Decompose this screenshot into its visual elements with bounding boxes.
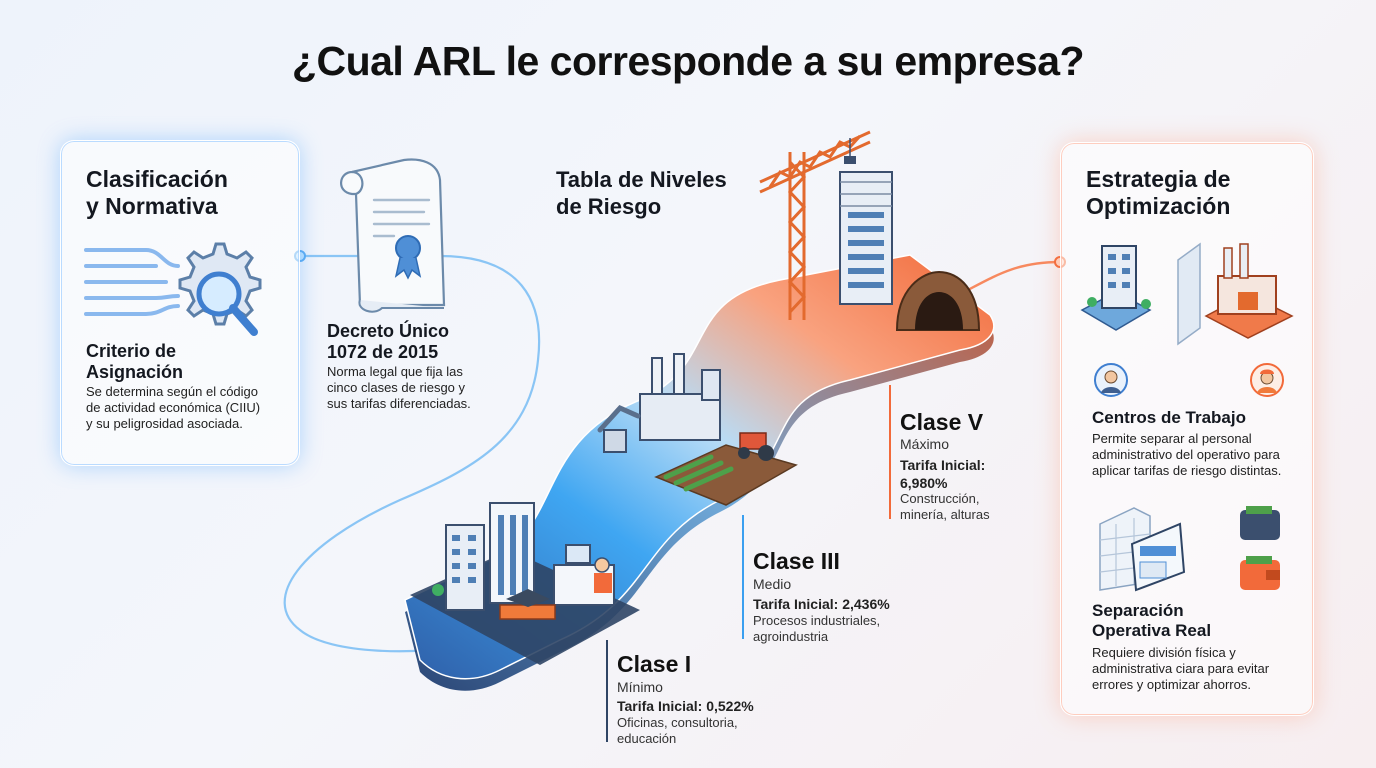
clase-iii-marker xyxy=(742,515,744,639)
optimization-card xyxy=(1060,142,1314,716)
mine-tunnel-icon xyxy=(895,270,981,331)
risk-table-title: Tabla de Niveles de Riesgo xyxy=(556,167,727,219)
clase-i-title: Clase I xyxy=(617,651,692,677)
page-title: ¿Cual ARL le corresponde a su empresa? xyxy=(291,38,1085,84)
optimization-heading: Estrategia de Optimización xyxy=(1086,166,1231,219)
classification-heading: Clasificación y Normativa xyxy=(86,166,228,219)
crane-icon xyxy=(759,130,893,320)
classification-card xyxy=(60,140,300,466)
work-centers-text: Permite separar al personal administrati… xyxy=(1092,431,1282,478)
clase-iii-rate: Tarifa Inicial: 2,436% xyxy=(753,596,890,612)
clase-iii-title: Clase III xyxy=(753,548,840,574)
clase-v-rate: Tarifa Inicial: 6,980% xyxy=(900,457,986,491)
clase-i-desc: Oficinas, consultoria, educación xyxy=(617,715,738,746)
work-centers-title: Centros de Trabajo xyxy=(1092,408,1246,427)
factory-icon xyxy=(597,353,721,453)
criterion-title: Criterio de Asignación xyxy=(86,341,184,382)
wallet-icon xyxy=(1240,506,1280,590)
decree-title: Decreto Único 1072 de 2015 xyxy=(327,321,450,362)
scroll-document-icon xyxy=(340,158,446,313)
clase-iii-desc: Procesos industriales, agroindustria xyxy=(753,613,881,644)
tractor-icon xyxy=(654,432,798,506)
firewall-icon xyxy=(1099,507,1186,592)
clase-v-title: Clase V xyxy=(900,409,984,435)
clase-v-level: Máximo xyxy=(900,436,950,452)
criterion-text: Se determina según el código de activida… xyxy=(86,384,261,431)
clase-i-marker xyxy=(606,640,608,742)
clase-i-level: Mínimo xyxy=(617,679,663,695)
clase-v-marker xyxy=(889,385,891,519)
separation-title: Separación Operativa Real xyxy=(1092,601,1212,640)
office-building-icon xyxy=(432,502,615,620)
woman-avatar-icon xyxy=(1094,363,1128,397)
work-centers-illustration xyxy=(1080,242,1294,346)
clase-i-rate: Tarifa Inicial: 0,522% xyxy=(617,698,754,714)
clase-iii-level: Medio xyxy=(753,576,792,592)
decree-text: Norma legal que fija las cinco clases de… xyxy=(327,364,471,411)
separation-text: Requiere división física y administrativ… xyxy=(1092,645,1270,692)
worker-avatar-icon xyxy=(1250,363,1284,397)
gear-magnifier-icon xyxy=(84,242,262,336)
clase-v-desc: Construcción, minería, alturas xyxy=(900,491,990,522)
